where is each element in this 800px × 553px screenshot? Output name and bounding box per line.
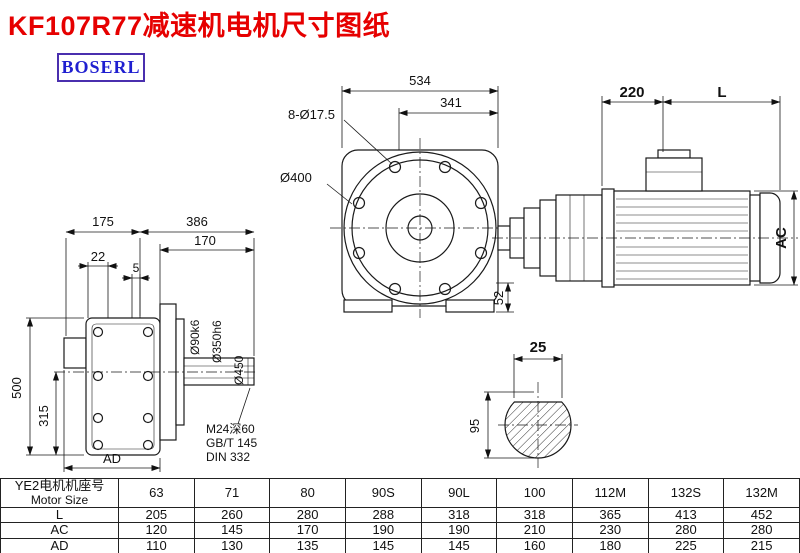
dim-175-label: 175 — [92, 214, 114, 229]
dim-95-label: 95 — [467, 419, 482, 433]
dim-value: 145 — [193, 522, 271, 539]
dim-value: 120 — [118, 522, 195, 539]
dim-output-flange-label: Ø450 — [232, 355, 246, 385]
size-col-header: 132S — [647, 478, 725, 508]
dim-value: 130 — [193, 537, 271, 553]
dim-value: 280 — [647, 522, 725, 539]
flange-dia-label: Ø400 — [280, 170, 312, 185]
dim-value: 413 — [647, 506, 725, 524]
dim-22-label: 22 — [91, 249, 105, 264]
table-header-row: YE2电机机座号 Motor Size 63 71 80 90S 90L 100… — [0, 478, 800, 508]
dim-534-label: 534 — [409, 73, 431, 88]
dim-500-label: 500 — [9, 377, 24, 399]
dim-value: 365 — [571, 506, 649, 524]
dim-value: 260 — [193, 506, 271, 524]
dim-value: 110 — [118, 537, 195, 553]
dim-value: 280 — [723, 522, 800, 539]
dim-value: 318 — [496, 506, 573, 524]
technical-drawing: 534 341 8-Ø17.5 Ø400 52 2 — [9, 73, 798, 472]
dim-25-label: 25 — [530, 339, 547, 356]
table-row-AC: AC 120 145 170 190 190 210 230 280 280 — [0, 522, 800, 539]
dim-value: 452 — [723, 506, 800, 524]
dim-shaft-dia-label: Ø90k6 — [188, 319, 202, 355]
motor-side-view: 220 L AC — [492, 84, 798, 288]
dim-AD-label: AD — [103, 451, 121, 466]
page-title: KF107R77减速机电机尺寸图纸 — [8, 11, 391, 41]
row-label-AD: AD — [0, 537, 119, 553]
note-gb-standard-label: GB/T 145 — [206, 436, 257, 450]
dim-value: 210 — [496, 522, 573, 539]
dim-value: 288 — [344, 506, 422, 524]
dim-value: 225 — [647, 537, 725, 553]
gearbox-side-view: 175 386 170 22 5 500 315 Ø90k6 Ø350h6 Ø4… — [9, 214, 258, 472]
motor-size-table: YE2电机机座号 Motor Size 63 71 80 90S 90L 100… — [0, 478, 800, 553]
note-thread-label: M24深60 — [206, 422, 255, 436]
dim-value: 170 — [269, 522, 346, 539]
size-col-header: 71 — [193, 478, 271, 508]
dim-value: 318 — [420, 506, 498, 524]
size-col-header: 132M — [723, 478, 800, 508]
dim-value: 280 — [269, 506, 346, 524]
dim-value: 205 — [118, 506, 195, 524]
bolt-holes-label: 8-Ø17.5 — [288, 107, 335, 122]
brand-logo: BOSERL — [57, 53, 145, 82]
dim-52-label: 52 — [491, 291, 506, 305]
row-label-L: L — [0, 506, 119, 524]
dim-value: 135 — [269, 537, 346, 553]
table-header-en: Motor Size — [30, 492, 89, 507]
dim-value: 230 — [571, 522, 649, 539]
dim-spigot-dia-label: Ø350h6 — [210, 320, 224, 363]
dim-value: 145 — [344, 537, 422, 553]
row-label-AC: AC — [0, 522, 119, 539]
dim-341-label: 341 — [440, 95, 462, 110]
dim-5-label: 5 — [133, 261, 140, 275]
size-col-header: 100 — [496, 478, 573, 508]
front-view: 534 341 8-Ø17.5 Ø400 52 — [280, 73, 514, 318]
size-col-header: 80 — [269, 478, 346, 508]
note-din-standard-label: DIN 332 — [206, 450, 250, 464]
brand-logo-text: BOSERL — [61, 57, 141, 77]
dim-386-label: 386 — [186, 214, 208, 229]
dim-value: 215 — [723, 537, 800, 553]
dim-value: 190 — [420, 522, 498, 539]
dim-AC-label: AC — [773, 227, 790, 249]
size-col-header: 90S — [344, 478, 422, 508]
dim-220-label: 220 — [619, 84, 644, 101]
dim-value: 180 — [571, 537, 649, 553]
dim-value: 160 — [496, 537, 573, 553]
size-col-header: 90L — [420, 478, 498, 508]
dim-315-label: 315 — [36, 405, 51, 427]
size-col-header: 63 — [118, 478, 195, 508]
dim-value: 145 — [420, 537, 498, 553]
dim-170-label: 170 — [194, 233, 216, 248]
size-col-header: 112M — [571, 478, 649, 508]
dim-L-label: L — [717, 84, 726, 101]
shaft-section-view: 25 95 — [467, 339, 580, 468]
dim-value: 190 — [344, 522, 422, 539]
table-row-AD: AD 110 130 135 145 145 160 180 225 215 — [0, 537, 800, 553]
table-row-L: L 205 260 280 288 318 318 365 413 452 — [0, 506, 800, 524]
table-header-cn: YE2电机机座号 — [14, 478, 105, 494]
table-header-motor-size: YE2电机机座号 Motor Size — [0, 478, 119, 508]
